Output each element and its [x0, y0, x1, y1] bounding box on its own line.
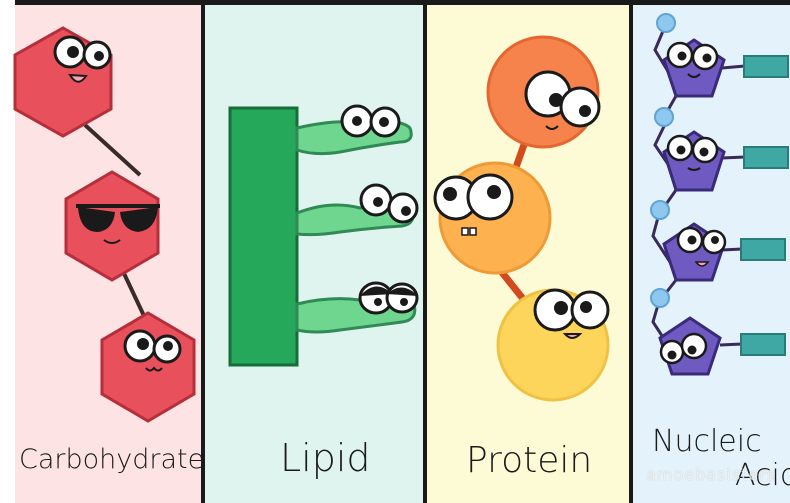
lipid-label: Lipid [280, 436, 371, 480]
protein-chain [435, 37, 608, 400]
glycerol-block-icon [230, 108, 297, 365]
hexagon-sugar-icon [102, 313, 194, 421]
protein-label: Protein [466, 440, 592, 481]
carbohydrate-chain [15, 28, 194, 421]
nitrogen-base-bar-icon [744, 147, 788, 168]
phosphate-dot-icon [657, 14, 675, 32]
watermark: amoebasisters [646, 465, 776, 484]
top-border [15, 0, 790, 5]
nucleic-acid-strand [651, 14, 788, 374]
carbohydrate-label: Carbohydrate [19, 444, 204, 475]
phosphate-dot-icon [655, 108, 673, 126]
lipid-face-3 [360, 283, 418, 313]
nitrogen-base-bar-icon [741, 239, 785, 260]
nitrogen-base-bar-icon [741, 334, 785, 355]
phosphate-dot-icon [651, 201, 669, 219]
nitrogen-base-bar-icon [744, 56, 788, 77]
lipid-molecule [230, 106, 418, 365]
phosphate-dot-icon [651, 289, 669, 307]
nucleic-label-line1: Nucleic [652, 424, 762, 459]
